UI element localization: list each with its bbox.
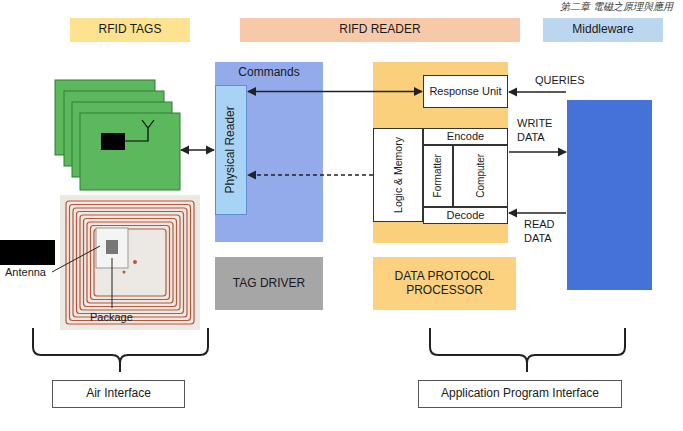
part-label: Package bbox=[90, 311, 150, 325]
node-text: RIFD READER bbox=[339, 23, 420, 37]
process-box: Formatter bbox=[423, 145, 453, 207]
process-box: Logic & Memory bbox=[373, 128, 423, 222]
node-text: TAG DRIVER bbox=[233, 277, 305, 291]
air-link bbox=[181, 149, 214, 150]
header-box: RFID TAGS bbox=[70, 18, 190, 42]
node-text: Application Program Interface bbox=[441, 387, 599, 401]
process-box: Computer bbox=[453, 145, 508, 207]
signal-label: WRITE DATA bbox=[517, 117, 561, 145]
bracket bbox=[430, 328, 625, 372]
process-box: Physical Reader bbox=[215, 85, 247, 215]
node-text: Middleware bbox=[572, 23, 633, 37]
interface-box: Application Program Interface bbox=[418, 380, 622, 408]
process-box: Response Unit bbox=[423, 75, 508, 108]
chip-tag bbox=[60, 195, 200, 330]
antenna-leader bbox=[52, 246, 100, 272]
node-text: Computer bbox=[475, 154, 487, 198]
reader-panel: CommandsPhysical Reader bbox=[215, 62, 323, 242]
signal-label: QUERIES bbox=[535, 74, 595, 88]
reader-panel bbox=[215, 62, 323, 242]
middleware-block bbox=[567, 100, 652, 290]
read-line bbox=[509, 212, 566, 213]
node-text: Physical Reader bbox=[224, 106, 238, 193]
interface-box: Air Interface bbox=[52, 380, 185, 408]
process-box: Decode bbox=[423, 207, 508, 224]
node-text: Commands bbox=[238, 66, 299, 80]
node-text: Encode bbox=[447, 130, 484, 143]
connector bbox=[248, 174, 373, 175]
package-leader bbox=[112, 258, 113, 308]
node-text: Logic & Memory bbox=[392, 137, 404, 213]
node-text: Air Interface bbox=[86, 387, 151, 401]
node-text: Decode bbox=[447, 209, 485, 222]
node-text: Formatter bbox=[432, 154, 444, 197]
driver-box: TAG DRIVER bbox=[215, 257, 323, 310]
processor-box: DATA PROTOCOL PROCESSOR bbox=[373, 257, 516, 310]
node-text: Response Unit bbox=[429, 85, 501, 98]
header-box: RIFD READER bbox=[240, 18, 520, 42]
bracket bbox=[33, 328, 208, 372]
node-text: RFID TAGS bbox=[99, 23, 162, 37]
header-box: Middleware bbox=[543, 18, 663, 42]
black-patch bbox=[0, 240, 55, 265]
process-box: Encode bbox=[423, 128, 508, 145]
write-line bbox=[509, 151, 566, 152]
processor-panel bbox=[373, 62, 508, 243]
part-label: Antenna bbox=[5, 266, 65, 280]
connector bbox=[248, 91, 422, 92]
node-text: DATA PROTOCOL PROCESSOR bbox=[373, 270, 516, 298]
queries-line bbox=[509, 91, 566, 92]
signal-label: READ DATA bbox=[524, 218, 564, 246]
tag-cards bbox=[55, 80, 180, 190]
handwritten-note: 第二章 電磁之原理與應用 bbox=[560, 1, 683, 14]
